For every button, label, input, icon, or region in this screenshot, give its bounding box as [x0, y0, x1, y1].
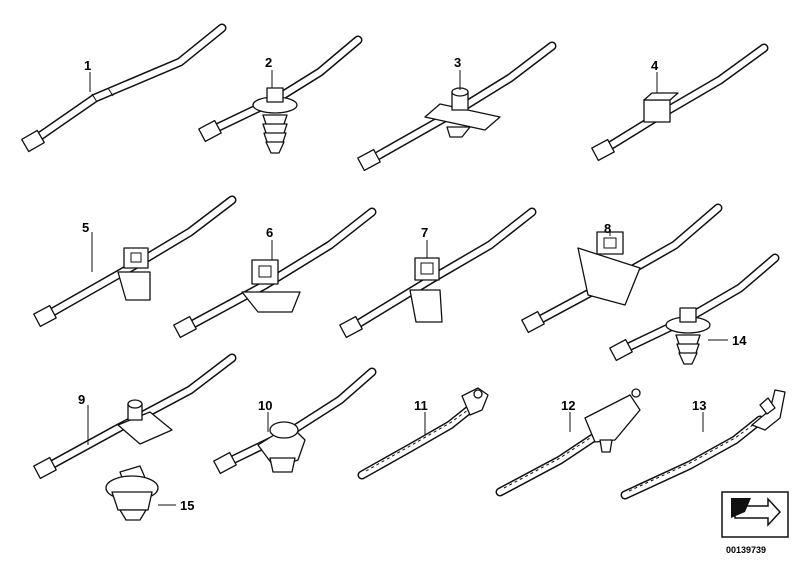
document-number: 00139739: [726, 545, 766, 555]
callout-13: 13: [692, 398, 706, 413]
part-12-ladder-strap-with-clip: 12: [495, 388, 641, 497]
callout-12: 12: [561, 398, 575, 413]
part-6-tie-with-wide-clip: 6: [173, 207, 377, 339]
part-9-tie-with-flat-base: 9: [33, 353, 237, 480]
callout-8: 8: [604, 221, 611, 236]
part-13-long-ladder-strap: 13: [620, 389, 786, 500]
part-15-push-clip: 15: [105, 465, 194, 521]
callout-4: 4: [651, 58, 659, 73]
callout-14: 14: [732, 333, 747, 348]
callout-1: 1: [84, 58, 91, 73]
part-11-ladder-strap: 11: [357, 387, 489, 480]
part-1-cable-tie: 1: [21, 23, 227, 153]
callout-5: 5: [82, 220, 89, 235]
callout-2: 2: [265, 55, 272, 70]
callout-10: 10: [258, 398, 272, 413]
callout-7: 7: [421, 225, 428, 240]
part-7-tie-with-channel-clip: 7: [339, 207, 537, 339]
part-10-tie-with-round-clip: 10: [213, 367, 377, 475]
arrow-icon: [734, 497, 782, 527]
part-5-tie-with-edge-clip: 5: [33, 195, 237, 328]
part-2-tie-with-fir-tree-clip: 2: [198, 35, 363, 154]
reference-arrow-box: 00139739: [721, 491, 789, 555]
part-14-tie-with-push-mount: 14: [609, 253, 780, 365]
part-8-tie-with-angled-clip: 8: [521, 203, 723, 334]
callout-9: 9: [78, 392, 85, 407]
part-3-tie-with-anchor-base: 3: [357, 41, 557, 172]
callout-11: 11: [414, 398, 428, 413]
part-4-tie-with-square-mount: 4: [591, 43, 769, 162]
callout-15: 15: [180, 498, 194, 513]
callout-6: 6: [266, 225, 273, 240]
callout-3: 3: [454, 55, 461, 70]
